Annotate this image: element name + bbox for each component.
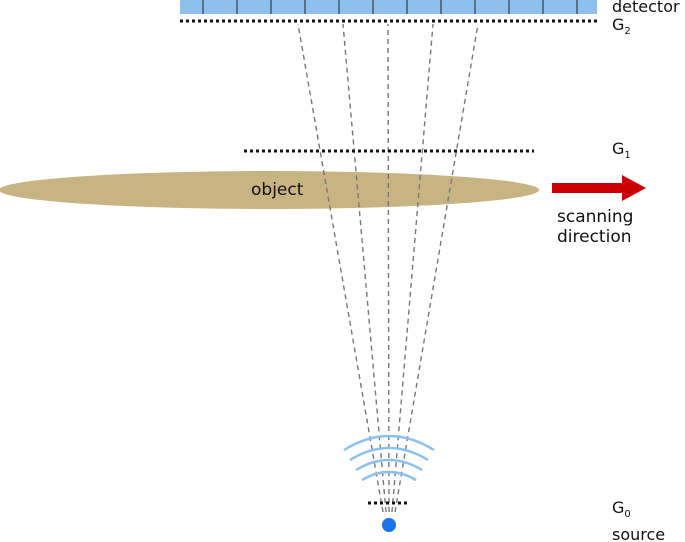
ray xyxy=(342,23,387,513)
g2-letter: G xyxy=(612,15,624,34)
x-ray-beams xyxy=(297,23,479,513)
g1-subscript: 1 xyxy=(624,150,630,161)
scanning-label: scanning xyxy=(557,207,633,227)
detector-label: detector xyxy=(612,0,680,16)
right-arrow-icon xyxy=(552,175,646,201)
ray xyxy=(387,23,390,513)
object-label: object xyxy=(251,180,304,200)
g0-subscript: 0 xyxy=(624,509,630,520)
g0-letter: G xyxy=(612,498,624,517)
detector xyxy=(180,0,597,14)
g2-subscript: 2 xyxy=(624,26,630,37)
g2-label: G2 xyxy=(612,15,631,37)
g1-letter: G xyxy=(612,139,624,158)
ray xyxy=(297,23,384,513)
wavefront-icon xyxy=(343,434,435,482)
ray xyxy=(394,23,479,513)
source-label: source xyxy=(612,525,665,542)
ray xyxy=(391,23,434,513)
direction-label: direction xyxy=(557,227,632,247)
g1-label: G1 xyxy=(612,139,631,161)
point-source-icon xyxy=(382,518,396,532)
object-ellipse xyxy=(0,171,539,209)
detector-pixel-dividers xyxy=(202,0,578,14)
g0-label: G0 xyxy=(612,498,631,520)
detector-bar xyxy=(180,0,597,14)
